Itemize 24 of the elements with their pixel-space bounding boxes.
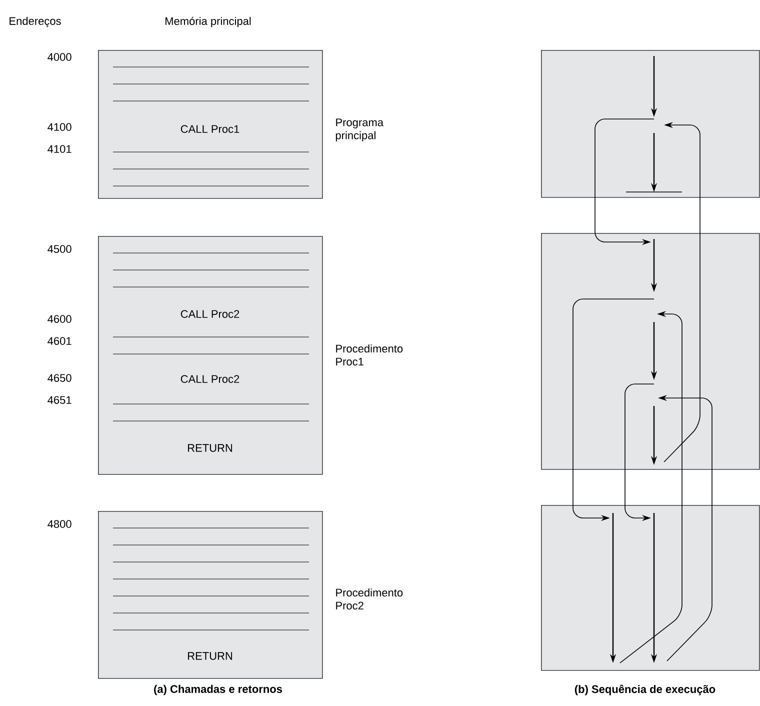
block-label: Procedimento Proc2 <box>336 588 403 610</box>
caption: (b) Sequência de execução <box>574 684 716 696</box>
address-label: 4500 <box>48 245 72 253</box>
address-label: 4100 <box>48 123 72 131</box>
address-label: 4000 <box>48 53 72 61</box>
execution-box <box>541 50 760 198</box>
execution-box <box>541 505 760 671</box>
address-label: 4600 <box>48 315 72 323</box>
memory-block: CALL Proc1 <box>98 50 323 199</box>
memory-block: RETURN <box>98 511 323 679</box>
address-label: 4650 <box>48 374 72 382</box>
address-label: 4601 <box>48 337 72 345</box>
memory-block: CALL Proc2 CALL Proc2 RETURN <box>98 236 323 475</box>
execution-box <box>541 233 760 470</box>
address-label: 4101 <box>48 145 72 153</box>
node-label: CALL Proc2 <box>180 310 240 318</box>
node-label: CALL Proc2 <box>180 375 240 383</box>
column-heading: Endereços <box>10 16 61 28</box>
address-label: 4651 <box>48 396 72 404</box>
node-label: RETURN <box>188 444 232 452</box>
column-heading: Memória principal <box>166 16 251 28</box>
block-label: Programa principal <box>336 118 384 142</box>
address-label: 4800 <box>48 520 72 528</box>
block-label: Procedimento Proc1 <box>336 344 403 366</box>
